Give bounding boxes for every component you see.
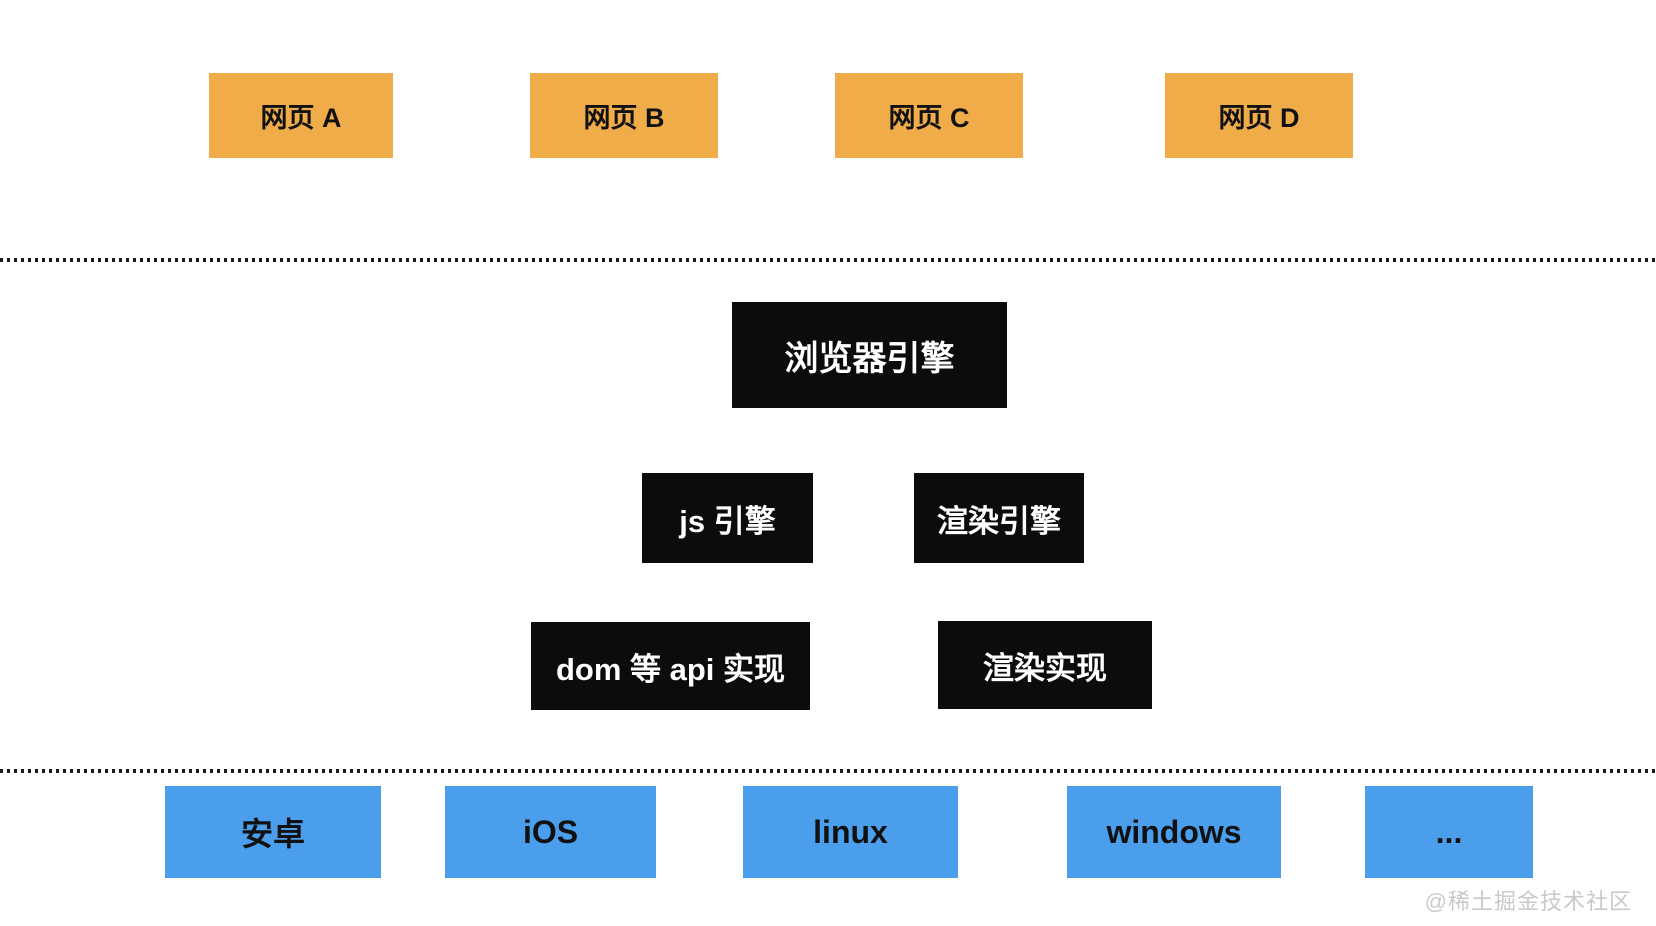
webpage-box-a: 网页 A (209, 73, 393, 158)
platform-label-android: 安卓 (240, 816, 305, 852)
dom-api-implementation-label: dom 等 api 实现 (555, 651, 786, 687)
webpage-label-c: 网页 C (888, 103, 970, 133)
platform-label-windows: windows (1106, 813, 1242, 850)
dom-api-implementation-box: dom 等 api 实现 (531, 622, 810, 710)
browser-engine-box: 浏览器引擎 (732, 302, 1007, 408)
render-engine-box: 渲染引擎 (914, 473, 1084, 563)
webpage-box-b: 网页 B (530, 73, 718, 158)
platform-label-linux: linux (813, 813, 888, 850)
separator-dotted-line-bottom (0, 769, 1656, 773)
platform-label-more: ... (1435, 813, 1463, 850)
render-implementation-box: 渲染实现 (938, 621, 1152, 709)
webpage-label-a: 网页 A (260, 103, 342, 133)
platform-label-ios: iOS (522, 813, 579, 850)
platform-box-linux: linux (743, 786, 958, 878)
platform-box-ios: iOS (445, 786, 656, 878)
webpage-label-b: 网页 B (583, 103, 665, 133)
webpage-box-d: 网页 D (1165, 73, 1353, 158)
separator-dotted-line-top (0, 258, 1656, 262)
render-implementation-label: 渲染实现 (983, 650, 1107, 686)
js-engine-box: js 引擎 (642, 473, 813, 563)
render-engine-label: 渲染引擎 (937, 503, 1061, 539)
browser-engine-label: 浏览器引擎 (784, 339, 955, 378)
platform-box-windows: windows (1067, 786, 1281, 878)
webpage-label-d: 网页 D (1218, 103, 1300, 133)
platform-box-android: 安卓 (165, 786, 381, 878)
watermark: @稀土掘金技术社区 (1424, 889, 1632, 914)
platform-box-more: ... (1365, 786, 1533, 878)
webpage-box-c: 网页 C (835, 73, 1023, 158)
js-engine-label: js 引擎 (679, 503, 776, 539)
